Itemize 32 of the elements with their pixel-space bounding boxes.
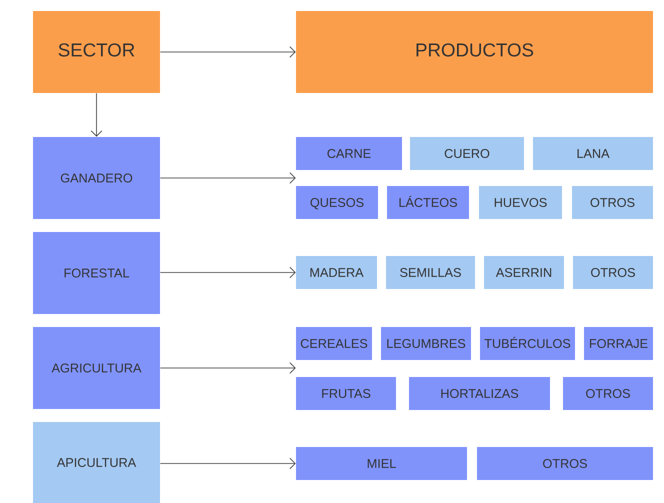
arrow (160, 172, 296, 184)
product-box: MADERA (296, 256, 377, 289)
sector-box: APICULTURA (33, 422, 160, 503)
arrow (160, 458, 296, 470)
product-box: ASERRIN (484, 256, 564, 289)
sector-box: GANADERO (33, 137, 160, 219)
product-box: CEREALES (296, 327, 372, 360)
product-box: OTROS (573, 256, 653, 289)
product-box: LÁCTEOS (387, 186, 469, 219)
arrow (160, 362, 296, 374)
products-box: PRODUCTOS (296, 11, 653, 93)
sector-box: SECTOR (33, 11, 160, 93)
product-box: HORTALIZAS (409, 377, 550, 410)
arrow (160, 46, 296, 58)
product-box: MIEL (296, 447, 467, 480)
product-box: CARNE (296, 137, 402, 170)
product-box: OTROS (572, 186, 653, 219)
product-box: TUBÉRCULOS (480, 327, 575, 360)
product-box: LANA (533, 137, 653, 170)
arrow (90, 92, 102, 137)
product-box: CUERO (410, 137, 524, 170)
sector-box: AGRICULTURA (33, 327, 160, 409)
product-box: HUEVOS (479, 186, 562, 219)
sector-box: FORESTAL (33, 232, 160, 314)
product-box: QUESOS (296, 186, 378, 219)
product-box: FORRAJE (584, 327, 653, 360)
arrow (160, 266, 296, 278)
product-box: LEGUMBRES (381, 327, 471, 360)
product-box: OTROS (563, 377, 653, 410)
product-box: SEMILLAS (386, 256, 475, 289)
product-box: FRUTAS (296, 377, 396, 410)
product-box: OTROS (477, 447, 653, 480)
